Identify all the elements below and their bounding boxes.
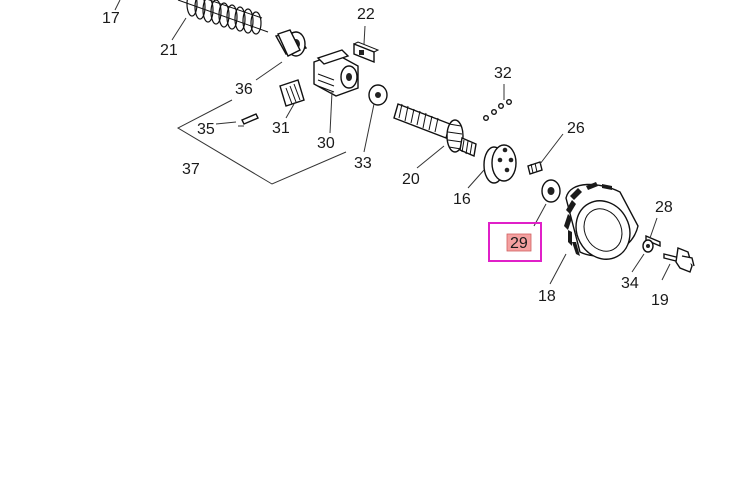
- spring-21: [177, 0, 269, 35]
- screw-19: [663, 247, 695, 273]
- disc-16: [483, 144, 517, 184]
- label-21: 21: [160, 42, 178, 59]
- knob-18: [564, 182, 639, 260]
- screw-26: [527, 161, 543, 175]
- label-29: 29: [510, 235, 528, 252]
- label-22: 22: [357, 6, 375, 23]
- label-18: 18: [538, 288, 556, 305]
- label-20: 20: [402, 171, 420, 188]
- pin-28: [645, 234, 661, 248]
- highlight-label-background: [506, 233, 532, 252]
- label-17: 17: [102, 10, 120, 27]
- balls-32: [483, 98, 513, 121]
- highlight-29[interactable]: 29: [488, 222, 542, 262]
- part-labels: 17 21 22 36 35 31 30 37 33 32 20 16 26 2…: [102, 6, 673, 309]
- label-19: 19: [651, 292, 669, 309]
- label-34: 34: [621, 275, 639, 292]
- shaft-20: [393, 103, 477, 157]
- bracket-22: [353, 41, 380, 64]
- label-26: 26: [567, 120, 585, 137]
- label-37: 37: [182, 161, 200, 178]
- label-33: 33: [354, 155, 372, 172]
- label-30: 30: [317, 135, 335, 152]
- leader-lines: [114, 0, 671, 285]
- label-28: 28: [655, 199, 673, 216]
- label-31: 31: [272, 120, 290, 137]
- highlight-box[interactable]: [488, 222, 542, 262]
- label-32: 32: [494, 65, 512, 82]
- cylinder-36: [274, 29, 308, 57]
- housing-30: [313, 49, 359, 97]
- label-16: 16: [453, 191, 471, 208]
- label-35: 35: [197, 121, 215, 138]
- washer-33: [368, 84, 388, 106]
- block-31: [279, 79, 305, 107]
- pin-35: [241, 113, 259, 125]
- washer-29: [541, 179, 561, 203]
- washer-34: [642, 239, 654, 253]
- label-36: 36: [235, 81, 253, 98]
